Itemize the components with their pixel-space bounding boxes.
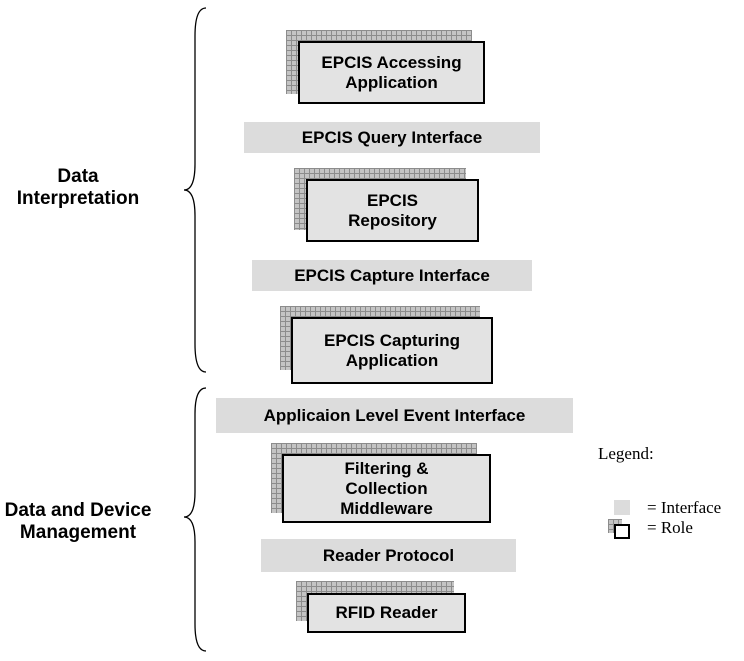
legend-interface-swatch [614, 500, 630, 515]
group-label-data-device: Data and Device Management [0, 500, 156, 544]
group-label-line: Data [57, 166, 99, 187]
group-label-line: Management [19, 522, 137, 543]
interface-epcis-query: EPCIS Query Interface [244, 122, 540, 153]
brace-data-device [183, 387, 207, 652]
role-label-line: Filtering & [344, 458, 429, 478]
interface-reader-protocol: Reader Protocol [261, 539, 516, 572]
role-label-line: Application [345, 72, 438, 92]
role-rfid-reader: RFID Reader [307, 593, 466, 633]
role-label-line: EPCIS [366, 190, 419, 210]
legend-title: Legend: [598, 444, 654, 463]
brace-data-interpretation [183, 7, 207, 373]
role-label-line: Repository [348, 210, 437, 230]
group-label-data-interpretation: Data Interpretation [0, 166, 156, 210]
left-curly-brace-icon [183, 387, 207, 652]
legend-role-label: = Role [647, 518, 693, 537]
role-label-line: Middleware [340, 498, 433, 518]
legend-interface-label: = Interface [647, 498, 722, 517]
role-epcis-accessing-application: EPCIS Accessing Application [298, 41, 485, 104]
role-filtering-collection-middleware: Filtering & Collection Middleware [282, 454, 491, 523]
interface-label: EPCIS Query Interface [301, 127, 483, 147]
role-label-line: Collection [345, 478, 428, 498]
interface-application-level-event: Applicaion Level Event Interface [216, 398, 573, 433]
role-epcis-capturing-application: EPCIS Capturing Application [291, 317, 493, 384]
group-label-line: Data and Device [4, 500, 152, 521]
group-label-line: Interpretation [16, 188, 140, 209]
role-label-line: Application [345, 350, 439, 370]
role-label-line: EPCIS Accessing [321, 52, 462, 72]
role-epcis-repository: EPCIS Repository [306, 179, 479, 242]
interface-epcis-capture: EPCIS Capture Interface [252, 260, 532, 291]
role-label-line: EPCIS Capturing [323, 330, 460, 350]
interface-label: Applicaion Level Event Interface [263, 405, 526, 425]
interface-label: EPCIS Capture Interface [294, 265, 490, 285]
left-curly-brace-icon [183, 7, 207, 373]
interface-label: Reader Protocol [322, 545, 455, 565]
role-label-line: RFID Reader [335, 603, 438, 622]
legend-role-swatch [614, 524, 630, 539]
